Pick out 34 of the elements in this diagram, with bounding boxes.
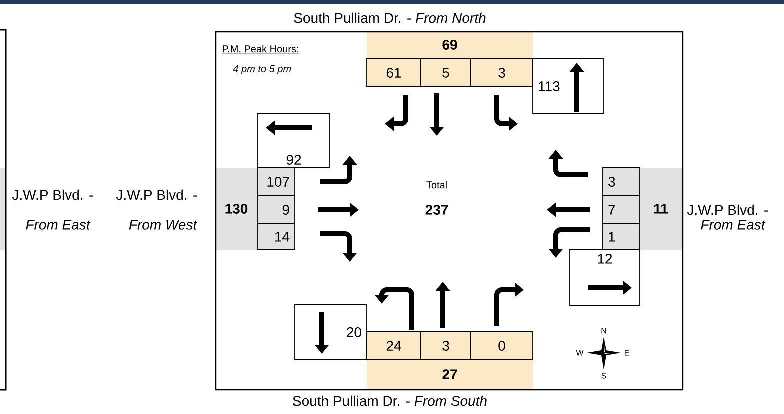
exit-volume-box: 12: [570, 250, 640, 306]
compass-letter: N: [602, 328, 606, 334]
compass-letter: E: [625, 350, 630, 356]
node-label: 69: [442, 40, 458, 50]
peak-hours-heading: P.M. Peak Hours:: [222, 45, 300, 54]
compass-letter: S: [602, 373, 606, 379]
count-cell: 7: [602, 196, 640, 224]
count-cell: 3: [420, 332, 472, 360]
count-cell: 107: [258, 168, 296, 196]
count-cell: 24: [366, 332, 422, 360]
count-cell: 14: [258, 224, 296, 250]
count-cell: 0: [470, 332, 534, 360]
count-cell: 1: [602, 224, 640, 250]
count-cell: 3: [470, 58, 534, 88]
exit-volume-box: 20: [294, 304, 368, 360]
direction-note: From East: [26, 220, 91, 230]
count-cell: 61: [366, 58, 422, 88]
street-name: J.W.P Blvd. -: [116, 190, 198, 200]
total-heading: Total: [426, 181, 447, 189]
direction-note: From West: [129, 220, 198, 230]
street-name: South Pulliam Dr. - From South: [293, 396, 487, 406]
exit-volume-box: 113: [532, 58, 604, 114]
count-cell: 5: [420, 58, 472, 88]
street-name: South Pulliam Dr. - From North: [294, 12, 486, 24]
compass-letter: W: [576, 350, 584, 356]
time-range-note: 4 pm to 5 pm: [233, 66, 292, 74]
node-label: 130: [226, 204, 248, 214]
direction-note: From East: [701, 220, 766, 230]
node-label: 27: [442, 370, 458, 380]
count-cell: 9: [258, 196, 296, 224]
street-name: J.W.P Blvd. -: [12, 190, 94, 200]
total-value: 237: [426, 205, 448, 215]
node-label: 11: [654, 204, 668, 214]
count-cell: 3: [602, 168, 640, 196]
